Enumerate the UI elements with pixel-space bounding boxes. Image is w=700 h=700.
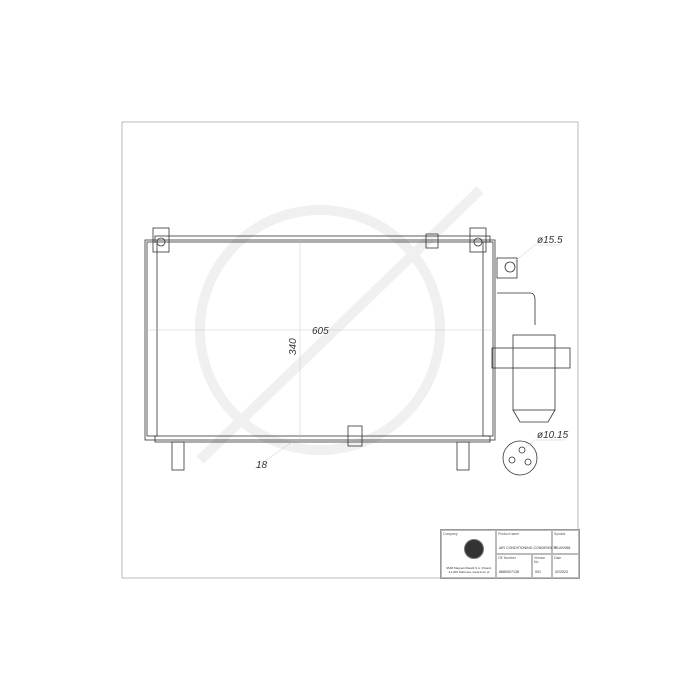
company-label: Company: [443, 532, 458, 536]
right-header: [482, 241, 494, 437]
width-dimension: 605: [312, 326, 329, 337]
title-block: Company SMM Magneti Marelli S.A. Poland,…: [440, 529, 580, 579]
condenser-core: [144, 239, 496, 441]
inlet-block: [496, 257, 518, 279]
version-label: Version No.: [534, 556, 546, 564]
symbol-cell: Symbol SU0V068: [552, 530, 579, 554]
company-text: SMM Magneti Marelli S.A. Poland, 41-300 …: [446, 566, 492, 574]
bottom-rail: [154, 435, 491, 443]
top-right-bracket: [469, 227, 487, 253]
outlet-flange: [502, 440, 538, 476]
product-name-label: Product name: [498, 532, 520, 536]
date: 02/2023: [555, 570, 568, 574]
product-name: AIR CONDITIONING CONDENSER: [499, 546, 557, 550]
top-rail: [154, 235, 491, 243]
bottom-middle-bracket: [347, 425, 363, 447]
top-left-bracket: [152, 227, 170, 253]
oe-number-cell: OE Number 8880007138: [496, 554, 532, 578]
height-dimension: 340: [288, 338, 299, 355]
drawing-frame: [121, 121, 579, 579]
company-logo: [464, 539, 484, 559]
watermark-logo: [195, 186, 484, 464]
version: 001: [535, 570, 541, 574]
date-cell: Date 02/2023: [552, 554, 579, 578]
thickness-dimension: 18: [256, 460, 268, 471]
condenser: [144, 227, 571, 476]
left-header: [146, 241, 158, 437]
product-name-cell: Product name AIR CONDITIONING CONDENSER: [496, 530, 557, 554]
inlet-diameter: ø15.5: [537, 235, 563, 246]
outlet-diameter: ø10.15: [537, 430, 569, 441]
pipe: [497, 292, 536, 325]
right-foot: [456, 441, 470, 471]
symbol: SU0V068: [555, 546, 571, 550]
version-cell: Version No. 001: [532, 554, 552, 578]
left-foot: [171, 441, 185, 471]
oe-number: 8880007138: [499, 570, 519, 574]
receiver-drier: [512, 334, 556, 411]
top-middle-bracket: [425, 233, 439, 249]
company-cell: Company SMM Magneti Marelli S.A. Poland,…: [441, 530, 496, 578]
drier-bracket: [491, 347, 571, 369]
dimension-lines: [145, 240, 565, 469]
oe-number-label: OE Number: [498, 556, 516, 560]
symbol-label: Symbol: [554, 532, 566, 536]
date-label: Date: [554, 556, 562, 560]
